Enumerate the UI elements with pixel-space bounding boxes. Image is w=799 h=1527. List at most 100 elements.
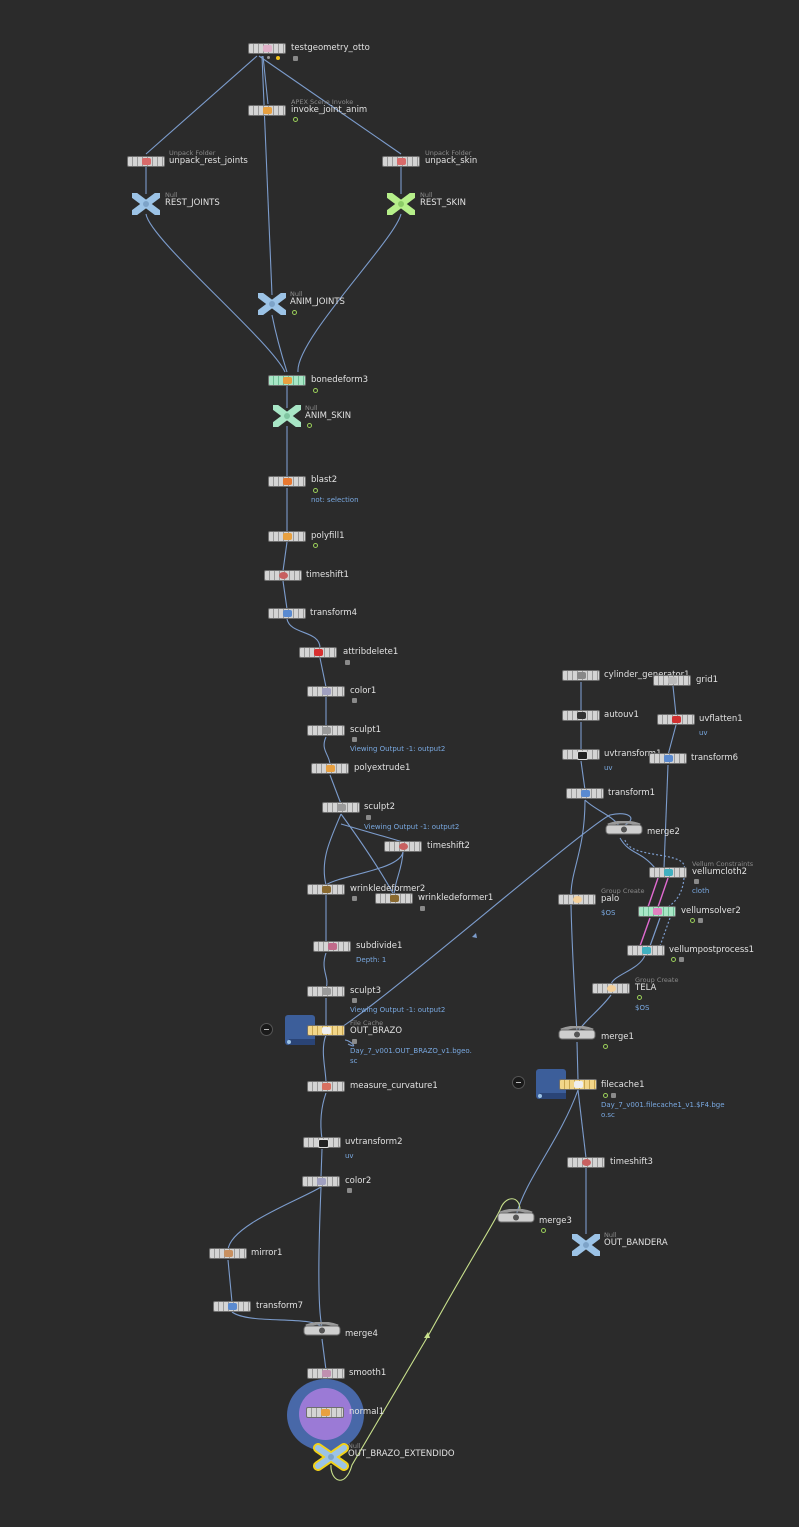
bypass-flag [292, 310, 297, 315]
node-bonedeform3[interactable] [268, 375, 306, 386]
null-node-icon[interactable] [273, 405, 301, 427]
file-icon [574, 1081, 583, 1088]
null-node-icon[interactable] [572, 1234, 600, 1256]
node-vellumpostprocess1[interactable] [627, 945, 665, 956]
node-sculpt3[interactable] [307, 986, 345, 997]
node-palo[interactable] [558, 894, 596, 905]
node-transform6[interactable] [649, 753, 687, 764]
node-attribdelete1[interactable] [299, 647, 337, 658]
delete-icon [314, 649, 323, 656]
collapse-button[interactable] [260, 1023, 273, 1036]
node-wrinkledeformer2[interactable] [307, 884, 345, 895]
node-label: ANIM_JOINTS [290, 297, 345, 307]
node-polyfill1[interactable] [268, 531, 306, 542]
node-label: unpack_skin [425, 156, 478, 166]
node-tela[interactable] [592, 983, 630, 994]
bone-icon [283, 377, 292, 384]
node-label: wrinkledeformer2 [350, 884, 426, 894]
lock-icon [694, 879, 699, 884]
node-merge1[interactable] [558, 1026, 596, 1040]
null-node-icon[interactable] [387, 193, 415, 215]
node-sculpt1[interactable] [307, 725, 345, 736]
node-testgeometry_otto[interactable] [248, 43, 286, 54]
bypass-flag [637, 995, 642, 1000]
node-uvtransform1[interactable] [562, 749, 600, 760]
node-blast2[interactable] [268, 476, 306, 487]
bypass-flag [293, 117, 298, 122]
node-info: uv [699, 729, 708, 737]
null-node-icon[interactable] [258, 293, 286, 315]
node-out_brazo[interactable] [307, 1025, 345, 1036]
node-label: bonedeform3 [311, 375, 369, 385]
node-label: cylinder_generator1 [604, 670, 690, 680]
node-sculpt2[interactable] [322, 802, 360, 813]
bypass-flag [690, 918, 695, 923]
node-merge2[interactable] [605, 821, 643, 835]
group-icon [607, 985, 616, 992]
node-uvflatten1[interactable] [657, 714, 695, 725]
node-normal1[interactable] [306, 1407, 344, 1418]
node-label: ANIM_SKIN [305, 411, 352, 421]
lock-icon [611, 1093, 616, 1098]
collapse-button[interactable] [512, 1076, 525, 1089]
bypass-flag [603, 1093, 608, 1098]
node-invoke_joint_anim[interactable] [248, 105, 286, 116]
node-timeshift2[interactable] [384, 841, 422, 852]
node-autouv1[interactable] [562, 710, 600, 721]
node-measure_curvature1[interactable] [307, 1081, 345, 1092]
node-label: testgeometry_otto [291, 43, 370, 53]
node-color2[interactable] [302, 1176, 340, 1187]
lock-icon [293, 56, 298, 61]
node-transform7[interactable] [213, 1301, 251, 1312]
node-merge4[interactable] [303, 1322, 341, 1336]
node-type-label: Unpack Folder [425, 149, 472, 157]
node-label: uvtransform2 [345, 1137, 403, 1147]
node-subdivide1[interactable] [313, 941, 351, 952]
node-type-label: Vellum Constraints [692, 860, 754, 868]
node-unpack_skin[interactable] [382, 156, 420, 167]
null-node-selected-icon[interactable] [313, 1443, 349, 1471]
node-label: wrinkledeformer1 [418, 893, 494, 903]
uv-icon [577, 712, 586, 719]
null-node-icon[interactable] [132, 193, 160, 215]
node-info: Day_7_v001.OUT_BRAZO_v1.bgeo. [350, 1047, 472, 1055]
bypass-flag [313, 388, 318, 393]
node-transform4[interactable] [268, 608, 306, 619]
node-filecache1[interactable] [559, 1079, 597, 1090]
node-merge3[interactable] [497, 1209, 535, 1223]
node-type-label: Group Create [601, 887, 645, 895]
group-icon [573, 896, 582, 903]
node-cylinder_generator1[interactable] [562, 670, 600, 681]
lock-icon [352, 1039, 357, 1044]
node-smooth1[interactable] [307, 1368, 345, 1379]
node-label: merge3 [539, 1216, 572, 1226]
bypass-flag [313, 543, 318, 548]
node-mirror1[interactable] [209, 1248, 247, 1259]
bypass-flag [541, 1228, 546, 1233]
node-label: grid1 [696, 675, 719, 685]
node-vellumcloth2[interactable] [649, 867, 687, 878]
lock-icon [352, 737, 357, 742]
wrinkle-icon [322, 886, 331, 893]
node-uvtransform2[interactable] [303, 1137, 341, 1148]
node-info: Viewing Output -1: output2 [350, 1006, 446, 1014]
node-label: invoke_joint_anim [291, 105, 368, 115]
node-info: cloth [692, 887, 710, 895]
filecache-icon [285, 1015, 315, 1045]
node-type-label: Group Create [635, 976, 679, 984]
node-info: o.sc [601, 1111, 615, 1119]
node-vellumsolver2[interactable] [638, 906, 676, 917]
node-label: transform6 [691, 753, 739, 763]
node-label: subdivide1 [356, 941, 403, 951]
color-icon [317, 1178, 326, 1185]
node-transform1[interactable] [566, 788, 604, 799]
node-grid1[interactable] [653, 675, 691, 686]
node-timeshift1[interactable] [264, 570, 302, 581]
node-color1[interactable] [307, 686, 345, 697]
node-timeshift3[interactable] [567, 1157, 605, 1168]
node-polyextrude1[interactable] [311, 763, 349, 774]
node-unpack_rest_joints[interactable] [127, 156, 165, 167]
node-wrinkledeformer1[interactable] [375, 893, 413, 904]
node-label: transform7 [256, 1301, 304, 1311]
